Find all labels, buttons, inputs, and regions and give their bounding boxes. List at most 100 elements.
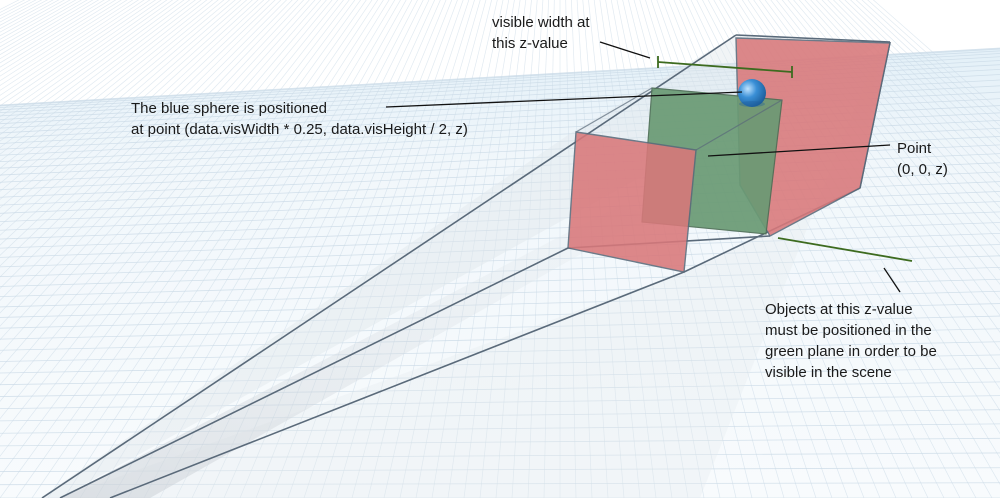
grid-line <box>0 0 202 155</box>
objects-note-label: Objects at this z-value must be position… <box>765 301 937 381</box>
grid-line <box>0 0 236 200</box>
grid-line <box>31 0 373 498</box>
grid-line <box>0 244 1000 277</box>
grid-line <box>0 201 1000 240</box>
grid-line <box>588 0 641 498</box>
grid-line <box>399 0 504 498</box>
depth-measure <box>777 237 913 262</box>
grid-line <box>599 0 673 498</box>
grid-line <box>0 0 242 209</box>
grid-line <box>0 0 174 124</box>
grid-line <box>47 0 379 498</box>
blue-sphere <box>738 79 766 107</box>
grid-line <box>383 0 498 498</box>
grid-line <box>0 0 339 420</box>
grid-line <box>0 0 282 278</box>
blue-sphere-label: The blue sphere is positioned at point (… <box>131 100 468 138</box>
grid-line <box>838 0 1000 160</box>
grid-line <box>0 0 219 177</box>
grid-line <box>565 0 577 498</box>
grid-line <box>582 0 625 498</box>
grid-line <box>143 0 413 498</box>
grid-line <box>855 0 1000 135</box>
leader-blue-sphere <box>385 91 743 108</box>
grid-line <box>79 0 390 498</box>
grid-line <box>0 0 248 218</box>
near-plane <box>567 131 697 273</box>
grid-line <box>0 0 327 386</box>
grid-line <box>0 0 333 402</box>
grid-line <box>0 0 305 327</box>
grid-line <box>479 0 532 498</box>
grid-line <box>827 0 1000 178</box>
grid-line <box>821 0 1000 188</box>
leader-visible-width <box>599 41 651 59</box>
grid-line <box>0 409 1000 422</box>
grid-line <box>0 0 185 136</box>
grid-line <box>527 0 549 498</box>
grid-line <box>0 0 259 236</box>
grid-line <box>781 0 1000 271</box>
leader-objects-note <box>883 267 901 293</box>
visible-width-label: visible width at this z-value <box>492 14 590 52</box>
grid-line <box>798 0 1000 232</box>
grid-line <box>111 0 401 498</box>
grid-line <box>0 0 270 256</box>
grid-line <box>0 315 1000 340</box>
grid-line <box>0 354 1000 374</box>
grid-line <box>0 0 179 130</box>
grid-line <box>616 0 721 498</box>
grid-line <box>0 395 1000 410</box>
grid-line <box>0 0 322 370</box>
grid-line <box>0 0 265 246</box>
grid-line <box>463 0 527 498</box>
grid-line <box>447 0 521 498</box>
grid-line <box>15 0 367 498</box>
grid-line <box>511 0 544 498</box>
grid-line <box>810 0 1000 209</box>
grid-line <box>844 0 1000 151</box>
grid-line <box>223 0 441 498</box>
grid-line <box>95 0 396 498</box>
grid-line <box>0 0 276 267</box>
grid-line <box>0 303 1000 329</box>
grid-line <box>0 211 1000 249</box>
grid-line <box>576 0 609 498</box>
grid-line <box>543 0 555 498</box>
grid-line <box>0 0 208 162</box>
grid-line <box>431 0 515 498</box>
grid-line <box>159 0 418 498</box>
grid-line <box>793 0 1000 244</box>
grid-line <box>0 0 316 355</box>
grid-line <box>0 0 231 192</box>
frustum-bottom-face <box>60 45 880 498</box>
grid-line <box>0 0 350 457</box>
origin-point-label: Point (0, 0, z) <box>897 140 948 178</box>
grid-line <box>415 0 510 498</box>
grid-line <box>0 0 287 290</box>
visible-width-measure <box>657 56 793 78</box>
grid-line <box>0 0 293 302</box>
grid-line <box>495 0 538 498</box>
grid-line <box>787 0 1000 257</box>
grid-line <box>0 0 361 498</box>
grid-line <box>0 0 253 227</box>
grid-line <box>239 0 447 498</box>
grid-line <box>0 367 1000 386</box>
leader-lines <box>385 41 901 293</box>
grid-line <box>861 0 1000 127</box>
grid-line <box>191 0 430 498</box>
grid-line <box>63 0 384 498</box>
leader-origin-point <box>707 144 891 157</box>
grid-line <box>0 0 225 184</box>
grid-line <box>850 0 1000 143</box>
grid-line <box>0 423 1000 434</box>
grid-line <box>367 0 492 498</box>
grid-line <box>605 0 689 498</box>
grid-line <box>0 0 213 169</box>
grid-line <box>351 0 487 498</box>
grid-line <box>207 0 436 498</box>
grid-line <box>175 0 424 498</box>
